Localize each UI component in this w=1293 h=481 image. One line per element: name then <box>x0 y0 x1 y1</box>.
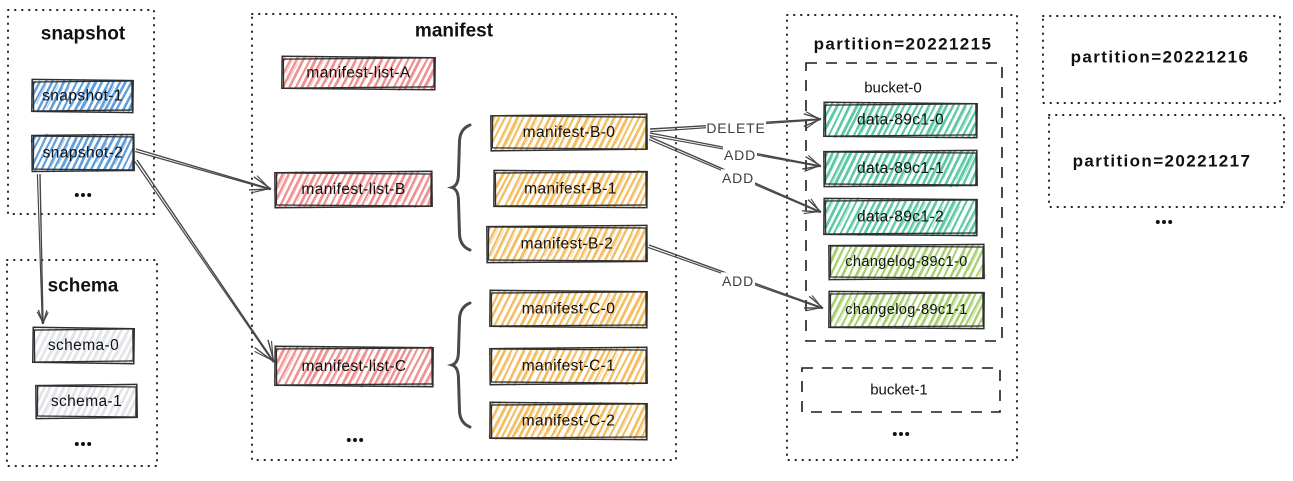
svg-text:partition=20221215: partition=20221215 <box>814 35 993 54</box>
svg-text:manifest-list-C: manifest-list-C <box>301 358 406 375</box>
svg-text:partition=20221217: partition=20221217 <box>1073 152 1252 171</box>
svg-text:snapshot-1: snapshot-1 <box>42 88 123 105</box>
svg-text:manifest-C-1: manifest-C-1 <box>522 358 616 375</box>
svg-text:manifest: manifest <box>415 21 494 42</box>
svg-text:manifest-B-0: manifest-B-0 <box>523 124 616 141</box>
svg-text:schema-1: schema-1 <box>51 393 122 410</box>
svg-text:changelog-89c1-1: changelog-89c1-1 <box>845 302 968 318</box>
svg-text:manifest-B-1: manifest-B-1 <box>524 181 617 198</box>
svg-text:ADD: ADD <box>724 147 756 163</box>
svg-text:schema-0: schema-0 <box>48 337 119 354</box>
svg-text:snapshot: snapshot <box>41 24 126 45</box>
svg-text:data-89c1-2: data-89c1-2 <box>857 209 944 226</box>
svg-text:manifest-B-2: manifest-B-2 <box>521 236 614 253</box>
svg-text:DELETE: DELETE <box>706 120 765 136</box>
svg-text:data-89c1-0: data-89c1-0 <box>857 112 944 129</box>
svg-text:manifest-C-2: manifest-C-2 <box>522 413 616 430</box>
svg-text:bucket-1: bucket-1 <box>870 382 928 399</box>
svg-text:data-89c1-1: data-89c1-1 <box>857 160 944 177</box>
svg-text:schema: schema <box>48 276 119 297</box>
svg-text:ADD: ADD <box>722 273 754 289</box>
svg-text:manifest-list-A: manifest-list-A <box>306 65 410 82</box>
svg-text:partition=20221216: partition=20221216 <box>1071 48 1250 67</box>
svg-text:changelog-89c1-0: changelog-89c1-0 <box>845 254 968 270</box>
svg-text:snapshot-2: snapshot-2 <box>43 145 124 162</box>
svg-text:bucket-0: bucket-0 <box>864 80 922 97</box>
svg-text:ADD: ADD <box>722 170 754 186</box>
svg-text:manifest-C-0: manifest-C-0 <box>522 301 616 318</box>
svg-text:manifest-list-B: manifest-list-B <box>301 181 405 198</box>
